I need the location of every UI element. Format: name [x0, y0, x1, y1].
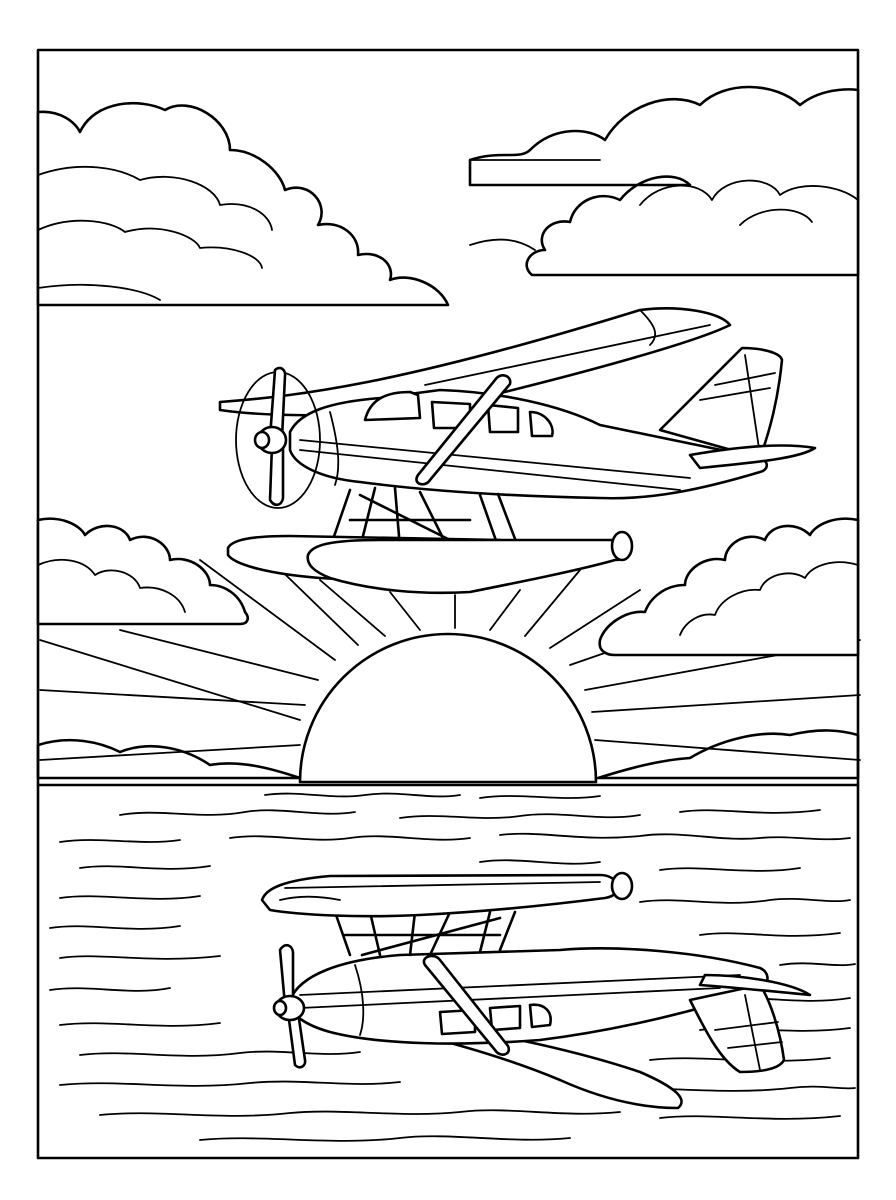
sun — [298, 632, 598, 784]
cloud-mid-right-inner — [679, 561, 859, 636]
seaplane-stabilizer — [688, 444, 817, 470]
reflection-float — [260, 873, 619, 918]
reflection-window — [528, 1003, 552, 1029]
water-waves — [49, 792, 856, 1142]
seaplane-reflection — [260, 871, 812, 1110]
reflection-window — [488, 1004, 522, 1032]
seaplane-propeller — [235, 366, 321, 509]
seaplane — [218, 307, 817, 595]
reflection-propeller — [272, 943, 307, 1069]
reflection-stabilizer — [698, 973, 812, 997]
seaplane-window — [486, 403, 520, 434]
cloud-mid-right — [598, 517, 860, 657]
cloud-mid-left — [36, 517, 250, 626]
seaplane-wing-strut — [415, 374, 512, 486]
seaplane-float-front — [306, 538, 631, 595]
cloud-top-right-inner — [469, 159, 859, 251]
mountains-left — [36, 738, 302, 780]
mountains-right — [596, 729, 860, 780]
cloud-top-right — [468, 85, 860, 277]
seaplane-window — [363, 390, 422, 422]
seaplane-window — [528, 410, 554, 438]
cloud-top-left-inner — [37, 165, 273, 301]
reflection-wing-strut — [422, 954, 511, 1056]
reflection-tail-fin — [688, 983, 786, 1074]
cloud-top-left — [36, 101, 450, 307]
seaplane-tail-fin — [658, 346, 784, 460]
cloud-mid-left-inner — [37, 558, 186, 613]
